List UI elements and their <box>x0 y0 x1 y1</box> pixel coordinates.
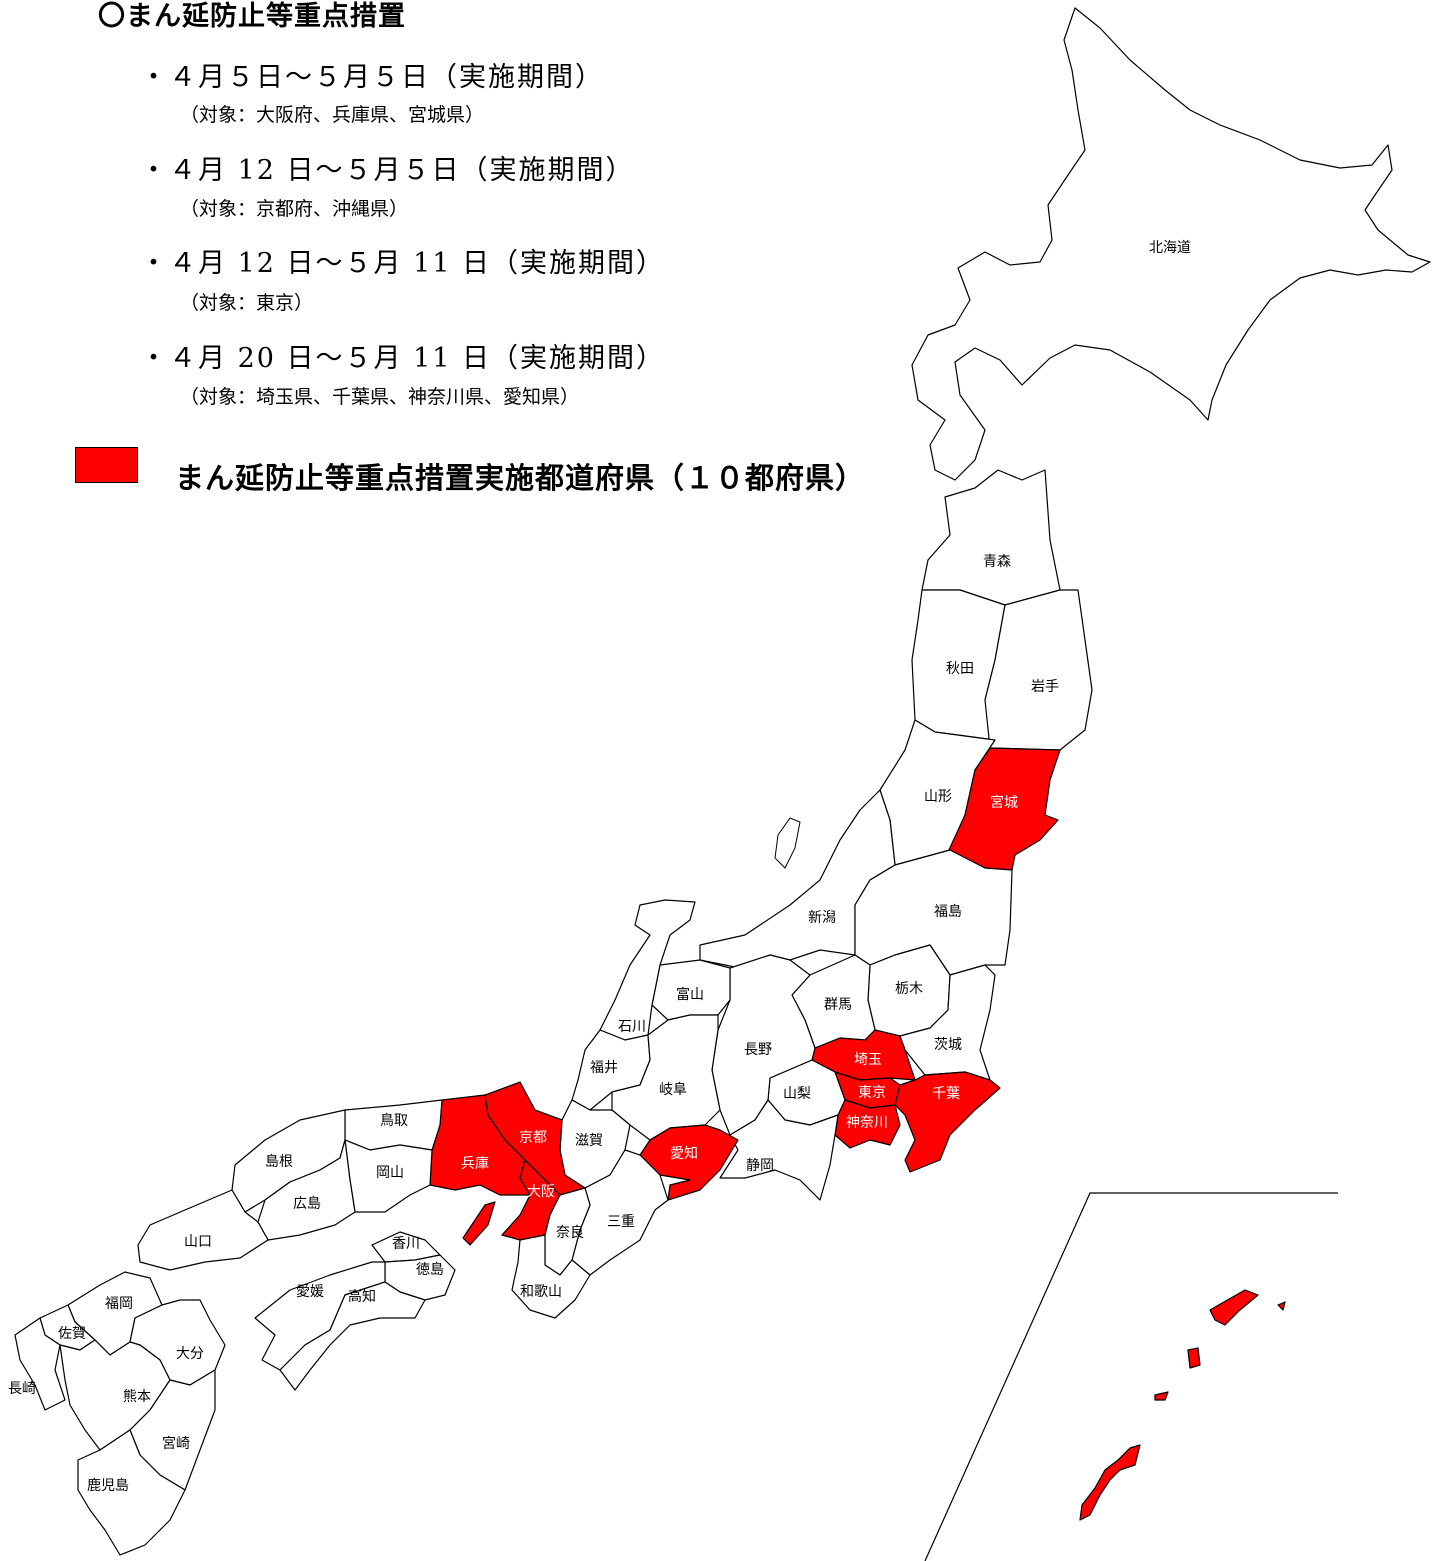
pref-aomori[interactable] <box>921 469 1061 606</box>
label-hokkaido: 北海道 <box>1149 240 1191 256</box>
label-akita: 秋田 <box>946 661 974 677</box>
label-shizuoka: 静岡 <box>746 1158 774 1174</box>
label-yamanashi: 山梨 <box>783 1086 811 1102</box>
pref-wakayama[interactable] <box>511 1234 591 1319</box>
label-yamagata: 山形 <box>924 789 952 805</box>
period-3-targets: （対象：東京） <box>180 292 314 314</box>
label-fukushima: 福島 <box>934 904 962 920</box>
label-ehime: 愛媛 <box>296 1284 324 1300</box>
pref-iwate[interactable] <box>984 589 1093 751</box>
label-saitama: 埼玉 <box>854 1052 882 1068</box>
label-fukuoka: 福岡 <box>105 1296 133 1312</box>
label-shimane: 島根 <box>265 1154 293 1170</box>
label-aomori: 青森 <box>983 554 1011 570</box>
period-3-dates: ・４月 12 日～５月 11 日（実施期間） <box>140 248 666 279</box>
label-okinawa: 沖縄 <box>1142 1474 1170 1490</box>
period-4-dates: ・４月 20 日～５月 11 日（実施期間） <box>140 343 666 374</box>
label-aichi: 愛知 <box>670 1145 698 1162</box>
label-oita: 大分 <box>176 1346 204 1362</box>
label-kanagawa: 神奈川 <box>846 1115 888 1131</box>
label-osaka: 大阪 <box>527 1184 555 1200</box>
period-4-targets: （対象：埼玉県、千葉県、神奈川県、愛知県） <box>180 386 580 408</box>
label-mie: 三重 <box>607 1214 635 1230</box>
pref-okinawa-islet-3[interactable] <box>1187 1347 1201 1369</box>
label-nagano: 長野 <box>744 1042 772 1058</box>
label-hiroshima: 広島 <box>293 1196 321 1212</box>
label-gifu: 岐阜 <box>659 1081 687 1098</box>
label-chiba: 千葉 <box>932 1086 960 1102</box>
pref-okinawa-main[interactable] <box>1079 1444 1141 1521</box>
label-nara: 奈良 <box>556 1225 584 1241</box>
legend-label: まん延防止等重点措置実施都道府県（１０都府県） <box>175 461 866 495</box>
label-kyoto: 京都 <box>519 1130 547 1146</box>
sado-island <box>774 817 801 869</box>
label-miyazaki: 宮崎 <box>162 1436 190 1452</box>
pref-hokkaido[interactable] <box>911 7 1431 481</box>
label-tokushima: 徳島 <box>416 1262 444 1278</box>
label-kumamoto: 熊本 <box>123 1389 151 1405</box>
label-tottori: 鳥取 <box>380 1113 408 1129</box>
label-gunma: 群馬 <box>824 997 852 1013</box>
label-miyagi: 宮城 <box>990 795 1018 811</box>
period-1-dates: ・４月５日～５月５日（実施期間） <box>140 62 604 93</box>
label-saga: 佐賀 <box>58 1326 86 1342</box>
pref-kagoshima[interactable] <box>77 1429 186 1556</box>
pref-kochi[interactable] <box>279 1281 426 1391</box>
legend-swatch <box>75 447 138 483</box>
label-tokyo: 東京 <box>858 1085 886 1101</box>
label-fukui: 福井 <box>590 1060 618 1076</box>
label-shiga: 滋賀 <box>575 1133 603 1149</box>
label-ishikawa: 石川 <box>618 1019 646 1035</box>
pref-nagasaki[interactable] <box>14 1317 66 1411</box>
pref-shizuoka[interactable] <box>719 1099 839 1201</box>
label-ibaraki: 茨城 <box>934 1037 962 1053</box>
label-tochigi: 栃木 <box>895 981 923 997</box>
label-toyama: 富山 <box>676 986 704 1003</box>
label-iwate: 岩手 <box>1031 679 1059 695</box>
label-hyogo: 兵庫 <box>461 1155 489 1172</box>
pref-okinawa-islet-4[interactable] <box>1154 1391 1169 1401</box>
pref-yamaguchi[interactable] <box>137 1189 269 1271</box>
pref-miyagi[interactable] <box>947 747 1061 871</box>
label-kochi: 高知 <box>348 1288 376 1305</box>
label-wakayama: 和歌山 <box>520 1284 562 1300</box>
label-okayama: 岡山 <box>376 1165 404 1181</box>
pref-okinawa-islet-2[interactable] <box>1277 1301 1286 1311</box>
label-yamaguchi: 山口 <box>184 1234 212 1250</box>
pref-okinawa-islet-1[interactable] <box>1209 1289 1259 1326</box>
label-niigata: 新潟 <box>808 910 836 926</box>
pref-hyogo-awaji[interactable] <box>462 1201 496 1246</box>
okinawa-inset-frame <box>924 1192 1338 1561</box>
label-kagawa: 香川 <box>392 1236 420 1252</box>
period-2-targets: （対象：京都府、沖縄県） <box>180 198 409 220</box>
pref-chiba[interactable] <box>894 1071 1001 1173</box>
period-1-targets: （対象：大阪府、兵庫県、宮城県） <box>180 104 485 126</box>
label-kagoshima: 鹿児島 <box>87 1477 129 1494</box>
period-2-dates: ・４月 12 日～５月５日（実施期間） <box>140 155 635 186</box>
label-nagasaki: 長崎 <box>8 1381 36 1397</box>
page-title: 〇まん延防止等重点措置 <box>98 1 406 32</box>
